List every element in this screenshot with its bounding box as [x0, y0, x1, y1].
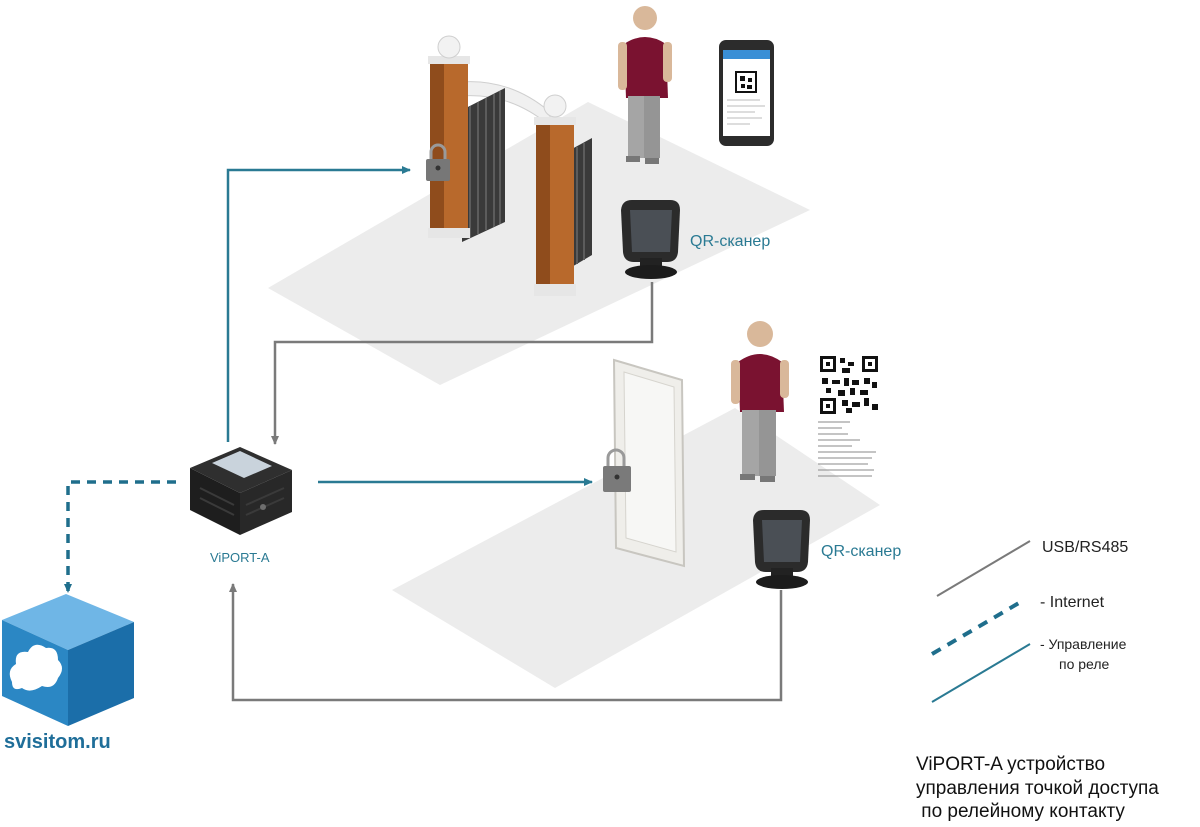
smartphone-icon	[719, 40, 774, 146]
legend-relay-label-1: - Управление	[1040, 636, 1127, 652]
legend-usb-line	[936, 540, 1031, 597]
relay-line-gate	[226, 166, 411, 442]
description-line-3: по релейному контакту	[916, 801, 1125, 822]
site-label: svisitom.ru	[4, 731, 111, 753]
qr-scanner-icon	[753, 510, 810, 589]
person-icon	[731, 321, 789, 482]
gate	[428, 35, 592, 296]
viport-device	[190, 447, 292, 535]
usb-line-bottom-scanner	[229, 583, 783, 702]
legend-relay-label-2: по реле	[1059, 656, 1110, 672]
legend-usb-label: USB/RS485	[1042, 539, 1129, 556]
qr-scanner-icon	[621, 200, 680, 279]
padlock-icon	[603, 448, 631, 492]
internet-line	[64, 480, 176, 593]
usb-line-top-scanner	[271, 282, 654, 445]
legend-internet-line	[930, 598, 1026, 656]
padlock-icon	[426, 143, 450, 181]
description-line-2: управления точкой доступа	[916, 778, 1159, 799]
description-line-1: ViPORT-A устройство	[916, 754, 1106, 775]
person-icon	[618, 6, 672, 164]
viport-label: ViPORT-A	[210, 550, 270, 565]
qr-code-icon	[818, 356, 878, 477]
qr-scanner-label-bottom: QR-сканер	[821, 543, 902, 560]
cloud-icon	[9, 644, 62, 691]
qr-scanner-label-top: QR-сканер	[690, 233, 771, 250]
legend-relay-line	[931, 643, 1031, 703]
legend-internet-label: - Internet	[1040, 594, 1105, 611]
